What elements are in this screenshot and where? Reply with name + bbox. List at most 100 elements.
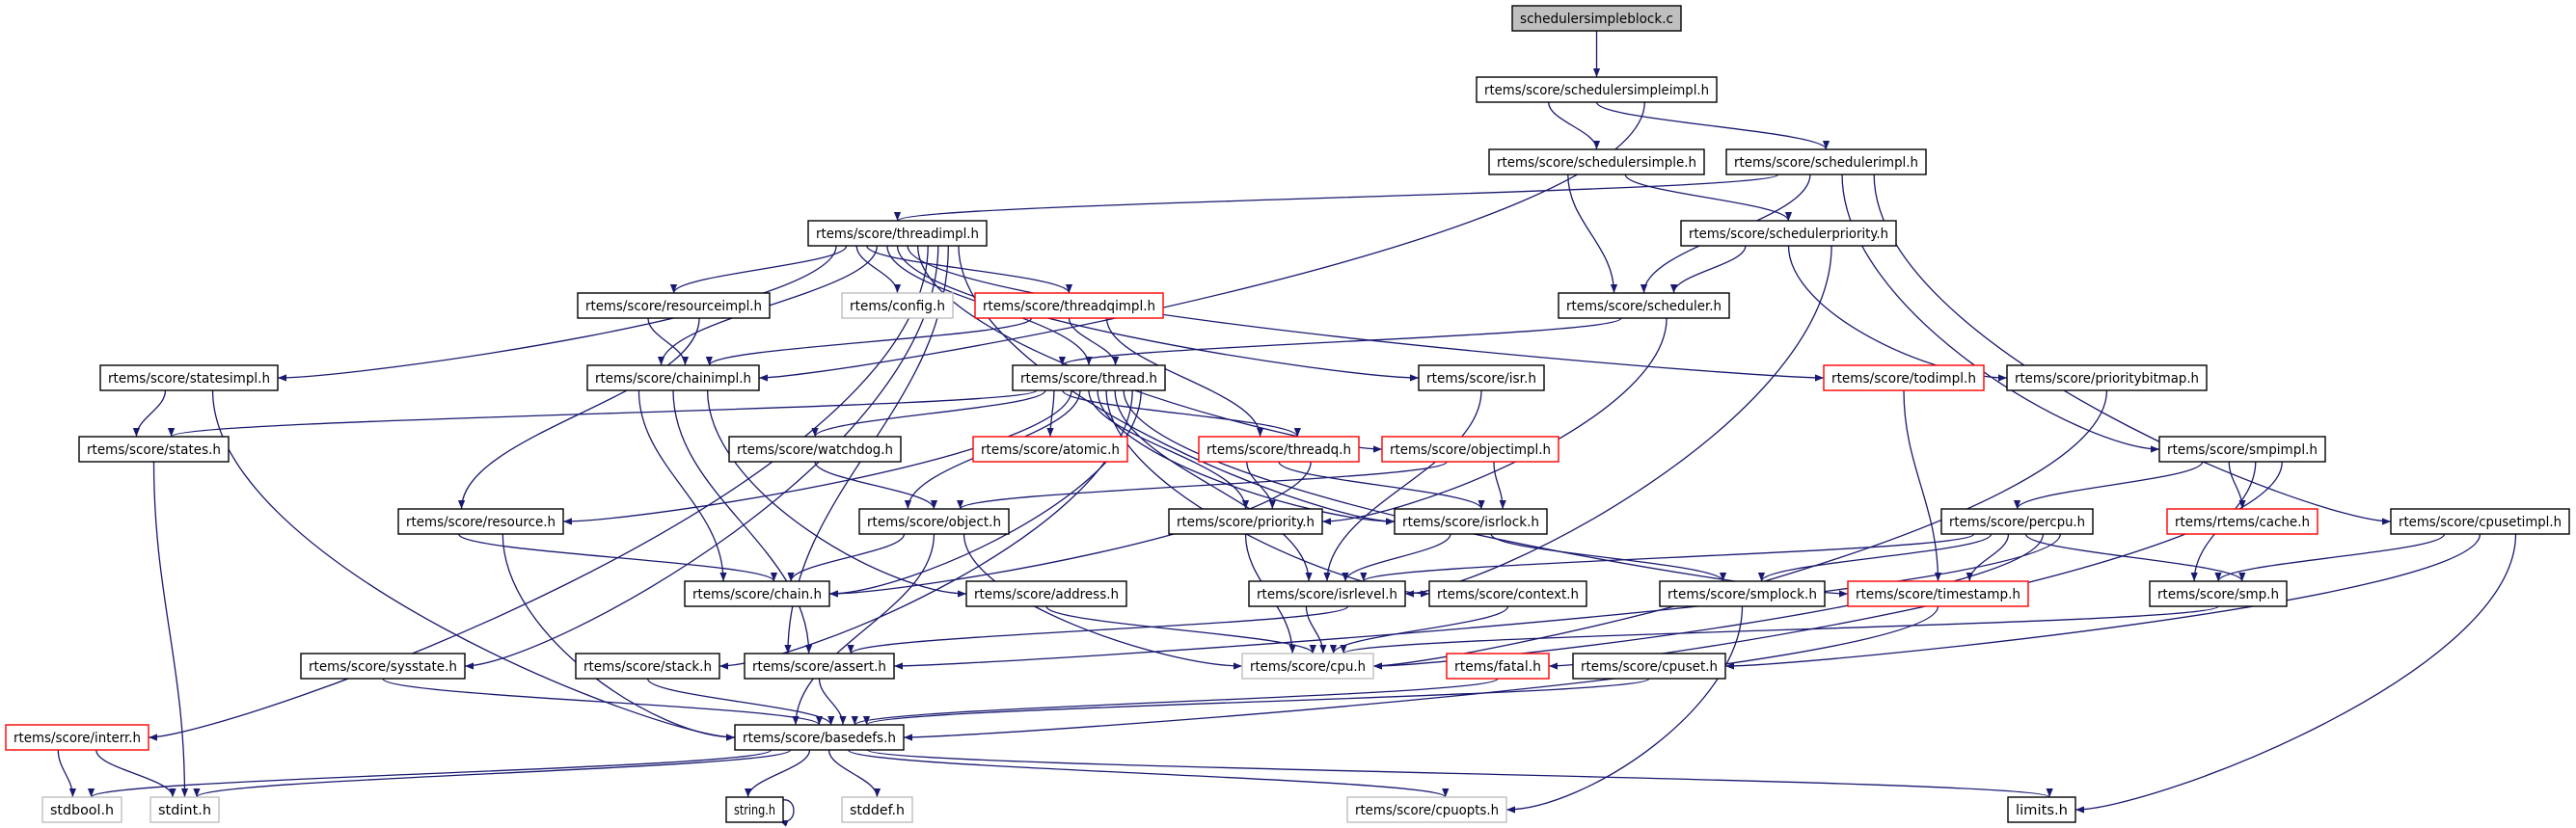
edge-chainimpl-to-address: [706, 389, 967, 598]
edge-cpuset-to-basedefs: [863, 678, 1650, 726]
edge-sysstate-to-basedefs: [382, 678, 823, 726]
edge-todimpl-to-timestamp: [1903, 389, 1942, 582]
node-basedefs[interactable]: rtems/score/basedefs.h: [734, 724, 905, 751]
node-fatal[interactable]: rtems/fatal.h: [1446, 653, 1550, 680]
node-statesimpl[interactable]: rtems/score/statesimpl.h: [99, 364, 279, 391]
node-root[interactable]: schedulersimpleblock.c: [1511, 5, 1682, 32]
edge-smpimpl-to-cache: [2228, 461, 2246, 510]
node-chain[interactable]: rtems/score/chain.h: [684, 580, 830, 607]
node-label: rtems/score/resourceimpl.h: [585, 299, 762, 314]
node-cpusetimpl[interactable]: rtems/score/cpusetimpl.h: [2390, 508, 2570, 535]
node-cpuopts[interactable]: rtems/score/cpuopts.h: [1346, 796, 1507, 823]
node-string[interactable]: string.h: [725, 796, 784, 823]
node-label: rtems/score/prioritybitmap.h: [2015, 371, 2199, 387]
node-percpu[interactable]: rtems/score/percpu.h: [1940, 508, 2094, 535]
node-prioritybitmap[interactable]: rtems/score/prioritybitmap.h: [2006, 364, 2208, 391]
edge-chainimpl-to-assert: [672, 389, 813, 654]
node-smpimpl[interactable]: rtems/score/smpimpl.h: [2158, 436, 2326, 463]
node-box: [841, 796, 913, 823]
node-box: [1241, 653, 1374, 680]
node-thread[interactable]: rtems/score/thread.h: [1012, 364, 1166, 391]
node-chainimpl[interactable]: rtems/score/chainimpl.h: [586, 364, 760, 391]
node-label: rtems/fatal.h: [1454, 659, 1541, 675]
node-box: [397, 508, 564, 535]
node-stdbool[interactable]: stdbool.h: [41, 796, 122, 823]
node-simple[interactable]: rtems/score/schedulersimple.h: [1488, 148, 1705, 175]
node-config[interactable]: rtems/config.h: [841, 292, 954, 319]
node-box: [5, 724, 149, 751]
node-atomic[interactable]: rtems/score/atomic.h: [972, 436, 1128, 463]
node-isrlock[interactable]: rtems/score/isrlock.h: [1394, 508, 1548, 535]
node-label: stdint.h: [158, 803, 211, 818]
edge-simple-to-schedprio: [1624, 174, 1793, 222]
node-smp[interactable]: rtems/score/smp.h: [2149, 580, 2288, 607]
node-interr[interactable]: rtems/score/interr.h: [5, 724, 149, 751]
node-isrlevel[interactable]: rtems/score/isrlevel.h: [1248, 580, 1406, 607]
node-cache[interactable]: rtems/rtems/cache.h: [2166, 508, 2318, 535]
node-label: rtems/score/todimpl.h: [1831, 371, 1976, 387]
node-stack[interactable]: rtems/score/stack.h: [575, 653, 720, 680]
edge-thread-to-isrlevel: [1114, 389, 1313, 582]
node-box: [1488, 148, 1705, 175]
node-timestamp[interactable]: rtems/score/timestamp.h: [1847, 580, 2029, 607]
edge-basedefs-to-string: [745, 749, 811, 798]
edge-thread-to-chain: [828, 389, 1142, 598]
node-limits[interactable]: limits.h: [2007, 796, 2076, 823]
node-priority[interactable]: rtems/score/priority.h: [1168, 508, 1323, 535]
node-todimpl[interactable]: rtems/score/todimpl.h: [1823, 364, 1985, 391]
edge-threadimpl-to-objectimpl: [916, 245, 1383, 453]
node-assert[interactable]: rtems/score/assert.h: [744, 653, 895, 680]
node-box: [1659, 580, 1826, 607]
edge-threadqimpl-to-chainimpl: [705, 317, 1033, 366]
node-label: rtems/score/assert.h: [752, 659, 886, 675]
node-isr[interactable]: rtems/score/isr.h: [1418, 364, 1545, 391]
edge-resource-to-chain: [458, 533, 777, 582]
edges: [57, 30, 2517, 827]
node-label: rtems/score/watchdog.h: [737, 442, 893, 458]
node-box: [725, 796, 784, 823]
node-box: [1168, 508, 1323, 535]
node-objectimpl[interactable]: rtems/score/objectimpl.h: [1381, 436, 1559, 463]
edge-scheduler-to-priority: [1321, 317, 1668, 525]
node-box: [2006, 364, 2208, 391]
edge-percpu-to-timestamp: [1966, 533, 2010, 582]
node-label: rtems/score/address.h: [974, 587, 1119, 602]
node-box: [1940, 508, 2094, 535]
edge-cpusetimpl-to-limits: [2074, 533, 2517, 814]
node-box: [99, 364, 279, 391]
edge-object-to-basedefs: [792, 533, 935, 726]
node-address[interactable]: rtems/score/address.h: [965, 580, 1127, 607]
node-resource[interactable]: rtems/score/resource.h: [397, 508, 564, 535]
node-box: [1572, 653, 1726, 680]
node-label: rtems/score/cpuset.h: [1581, 659, 1718, 675]
node-stddef[interactable]: stddef.h: [841, 796, 913, 823]
node-states[interactable]: rtems/score/states.h: [78, 436, 230, 463]
node-smplock[interactable]: rtems/score/smplock.h: [1659, 580, 1826, 607]
node-resourceimpl[interactable]: rtems/score/resourceimpl.h: [577, 292, 771, 319]
edge-threadimpl-to-interr: [148, 245, 929, 741]
node-sysstate[interactable]: rtems/score/sysstate.h: [300, 653, 466, 680]
node-threadqimpl[interactable]: rtems/score/threadqimpl.h: [974, 292, 1164, 319]
node-box: [1558, 292, 1730, 319]
node-schedimpl[interactable]: rtems/score/schedulerimpl.h: [1725, 148, 1927, 175]
edge-objectimpl-to-isrlock: [1493, 461, 1506, 510]
node-stdint[interactable]: stdint.h: [149, 796, 220, 823]
node-box: [2158, 436, 2326, 463]
node-label: rtems/score/threadqimpl.h: [983, 299, 1155, 314]
edge-interr-to-stdbool: [57, 749, 77, 798]
node-box: [858, 508, 1010, 535]
node-schedprio[interactable]: rtems/score/schedulerpriority.h: [1680, 220, 1897, 247]
node-cpu[interactable]: rtems/score/cpu.h: [1241, 653, 1374, 680]
node-threadimpl[interactable]: rtems/score/threadimpl.h: [807, 220, 988, 247]
node-cpuset[interactable]: rtems/score/cpuset.h: [1572, 653, 1726, 680]
edge-object-to-chain: [787, 533, 906, 582]
node-scheduler[interactable]: rtems/score/scheduler.h: [1558, 292, 1730, 319]
edge-simpleimpl-to-simple: [1548, 101, 1601, 150]
node-watchdog[interactable]: rtems/score/watchdog.h: [728, 436, 902, 463]
edge-threadqimpl-to-thread: [1068, 317, 1120, 366]
node-box: [1394, 508, 1548, 535]
node-object[interactable]: rtems/score/object.h: [858, 508, 1010, 535]
node-simpleimpl[interactable]: rtems/score/schedulersimpleimpl.h: [1476, 76, 1718, 103]
node-context[interactable]: rtems/score/context.h: [1428, 580, 1587, 607]
node-threadq[interactable]: rtems/score/threadq.h: [1198, 436, 1360, 463]
